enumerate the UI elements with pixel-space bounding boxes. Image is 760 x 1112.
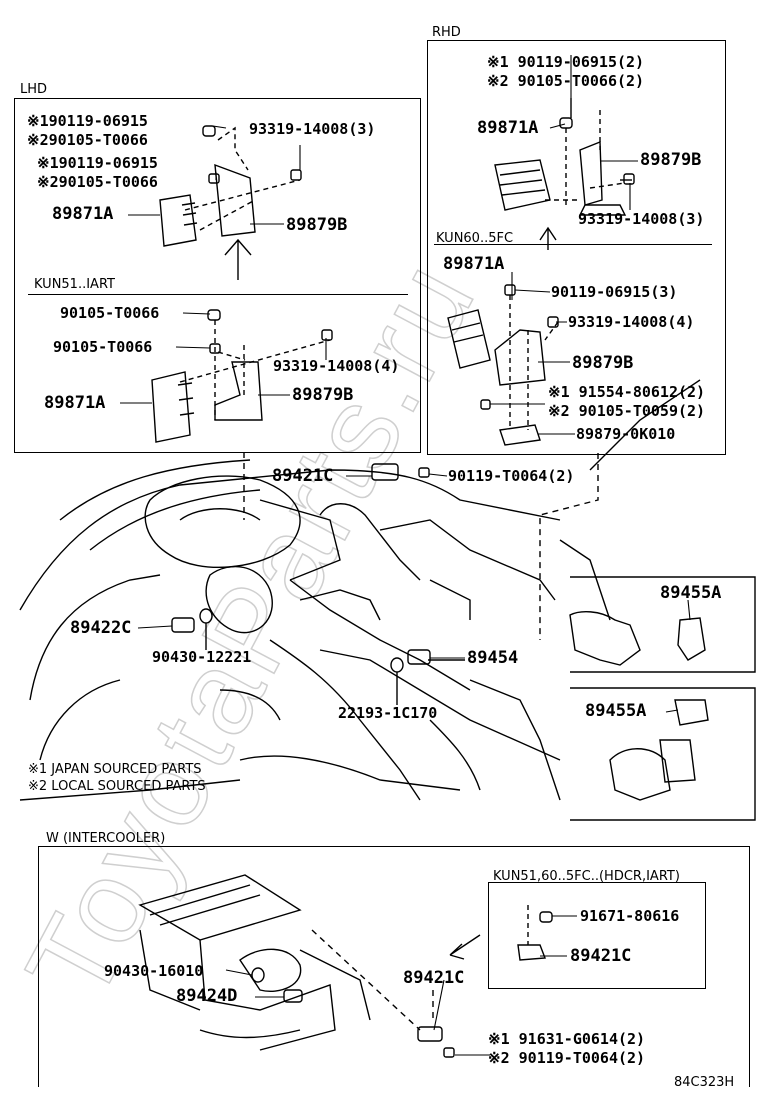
rhd-kun60-ecu-label: 89871A [443,254,505,274]
detail-89455a [569,576,756,821]
lhd-title: LHD [20,82,48,97]
engine-sensor-22c-label: 89422C [70,618,132,638]
intercooler-p2-label: ※2 90119-T0064(2) [488,1049,646,1067]
lhd-upper-parts [159,125,302,280]
lhd-ecu-label: 89871A [52,204,114,224]
rhd-bracket-label: 89879B [640,150,702,170]
engine-switch-label: 89454 [467,648,519,668]
rhd-kun60-bracket-label: 89879B [572,353,634,373]
engine-sensors [171,463,465,705]
intercooler-box [38,846,750,1087]
lhd-box [14,98,421,453]
lhd-bracket-label: 89879B [286,215,348,235]
lhd-p2-label: ※290105-T0066 [27,131,148,149]
lhd-kun51-s1-label: 90105-T0066 [60,304,160,322]
engine-body [19,379,701,801]
lhd-kun51-divider [28,294,408,295]
rhd-kun60-parts [447,284,559,446]
rhd-bolt-label: 93319-14008(3) [578,210,705,228]
engine-screw-c-label: 90119-T0064(2) [448,467,575,485]
rhd-kun60-p1-label: ※1 91554-80612(2) [548,383,706,401]
rhd-kun60-bolt-label: 93319-14008(4) [568,313,695,331]
rhd-kun60-title: KUN60..5FC [436,231,514,246]
rhd-kun60-p2-label: ※2 90105-T0059(2) [548,402,706,420]
rhd-upper-parts [494,98,635,250]
rhd-kun60-sub-label: 89879-0K010 [576,425,676,443]
lhd-p4-label: ※290105-T0066 [37,173,158,191]
lhd-kun51-parts [151,309,333,443]
engine-89455a-label-2: 89455A [585,701,647,721]
lhd-kun51-s2-label: 90105-T0066 [53,338,153,356]
rhd-ecu-label: 89871A [477,118,539,138]
lhd-kun51-bolt-label: 93319-14008(4) [273,357,400,375]
lhd-p3-label: ※190119-06915 [37,154,158,172]
intercooler-parts [138,874,553,1058]
intercooler-gasket-label: 90430-16010 [104,962,204,980]
leader-lines [120,55,691,1056]
diagram-id: 84C323H [674,1075,735,1090]
note-local-sourced: ※2 LOCAL SOURCED PARTS [28,779,206,794]
rhd-kun60-divider [434,244,712,245]
intercooler-inset-sensor-label: 89421C [570,946,632,966]
lhd-bolt-label: 93319-14008(3) [249,120,376,138]
intercooler-sensor-label: 89424D [176,986,238,1006]
intercooler-sensor-c-label: 89421C [403,968,465,988]
lhd-kun51-bracket-label: 89879B [292,385,354,405]
rhd-box [427,40,726,455]
note-japan-sourced: ※1 JAPAN SOURCED PARTS [28,762,202,777]
rhd-kun60-screw-label: 90119-06915(3) [551,283,678,301]
engine-gasket-label: 90430-12221 [152,648,252,666]
lhd-kun51-ecu-label: 89871A [44,393,106,413]
engine-89455a-label-1: 89455A [660,583,722,603]
engine-sensor-c-label: 89421C [272,466,334,486]
intercooler-inset-screw-label: 91671-80616 [580,907,680,925]
rhd-bolt-alt-label: ※2 90105-T0066(2) [487,72,645,90]
intercooler-inset-box [488,882,706,989]
engine-22193-label: 22193-1C170 [338,704,438,722]
rhd-screw-label: ※1 90119-06915(2) [487,53,645,71]
intercooler-title: W (INTERCOOLER) [46,831,166,846]
lhd-p1-label: ※190119-06915 [27,112,148,130]
intercooler-inset-title: KUN51,60..5FC..(HDCR,IART) [493,869,680,884]
lhd-kun51-title: KUN51..IART [34,277,115,292]
intercooler-p1-label: ※1 91631-G0614(2) [488,1030,646,1048]
rhd-title: RHD [432,25,461,40]
